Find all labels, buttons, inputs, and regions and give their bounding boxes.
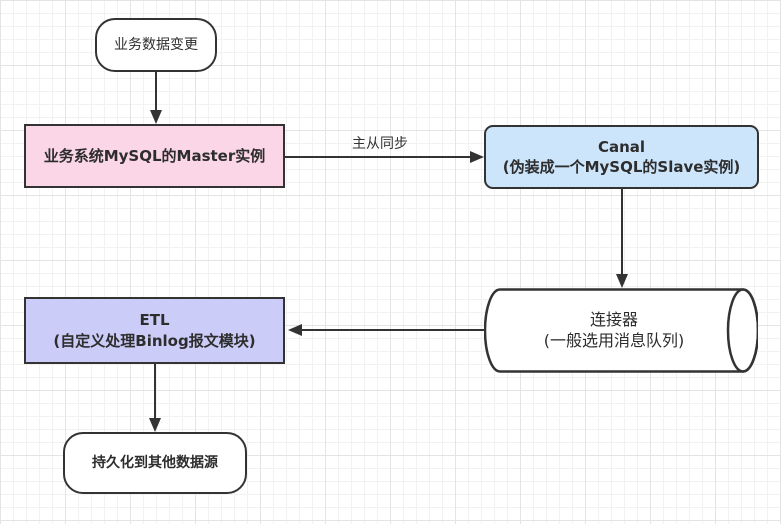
node-canal-title: Canal [597,137,646,156]
node-business-data-change-label: 业务数据变更 [114,36,198,53]
node-mysql-master-label: 业务系统MySQL的Master实例 [43,146,266,165]
node-etl-title: ETL [139,311,170,330]
node-connector-subtitle: (一般选用消息队列) [543,330,685,350]
node-business-data-change: 业务数据变更 [95,18,217,72]
edge-label-sync: 主从同步 [352,136,408,152]
arrowhead-connector-etl [288,324,302,336]
node-canal: Canal (伪装成一个MySQL的Slave实例) [484,125,759,189]
arrowhead-canal-connector [616,274,628,288]
arrowhead-master-canal [470,151,484,163]
node-mysql-master: 业务系统MySQL的Master实例 [24,124,285,188]
node-canal-subtitle: (伪装成一个MySQL的Slave实例) [502,158,741,176]
node-persist-label: 持久化到其他数据源 [92,454,218,471]
cylinder-shape [483,288,760,373]
arrowhead-etl-persist [149,418,161,432]
node-connector-cylinder: 连接器 (一般选用消息队列) [483,288,760,373]
node-etl-subtitle: (自定义处理Binlog报文模块) [53,331,256,350]
node-etl: ETL (自定义处理Binlog报文模块) [24,297,285,364]
node-connector-title: 连接器 [589,309,638,329]
arrowhead-start-master [150,110,162,124]
node-persist: 持久化到其他数据源 [63,432,247,494]
